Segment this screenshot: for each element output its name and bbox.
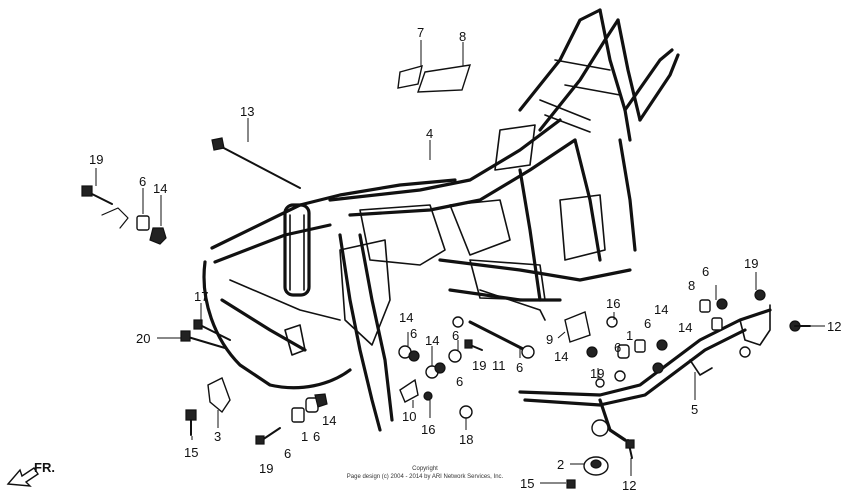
callout-6-b2: 6 bbox=[313, 429, 320, 444]
callout-4: 4 bbox=[426, 126, 433, 141]
part-19-bolt-top bbox=[81, 185, 129, 229]
callout-9: 9 bbox=[546, 332, 553, 347]
callout-6-c3: 6 bbox=[516, 360, 523, 375]
frame-body bbox=[202, 8, 680, 432]
callout-6-bottom: 6 bbox=[284, 446, 291, 461]
part-2-rubber bbox=[583, 456, 609, 476]
front-direction-arrow: FR. bbox=[6, 460, 55, 487]
callout-11: 11 bbox=[492, 358, 506, 373]
lower-subframe bbox=[518, 304, 772, 442]
part-14-nut-top bbox=[149, 227, 167, 245]
right-mount-parts bbox=[564, 289, 811, 388]
callout-16-c: 16 bbox=[421, 422, 435, 437]
callout-16-r: 16 bbox=[606, 296, 620, 311]
part-12-bolt-bottom bbox=[625, 439, 635, 459]
callout-20: 20 bbox=[136, 331, 150, 346]
part-20-bolt bbox=[180, 330, 226, 349]
callout-7: 7 bbox=[417, 25, 424, 40]
part-8-pad bbox=[416, 64, 472, 93]
callout-5: 5 bbox=[691, 402, 698, 417]
part-17-bolt bbox=[193, 319, 231, 341]
callout-14-c1: 14 bbox=[399, 310, 413, 325]
callout-14-c2: 14 bbox=[425, 333, 439, 348]
callout-1-bottom: 1 bbox=[301, 429, 308, 444]
callout-6-r1: 6 bbox=[644, 316, 651, 331]
direction-label: FR. bbox=[34, 460, 55, 475]
callout-15-left: 15 bbox=[184, 445, 198, 460]
callout-17: 17 bbox=[194, 289, 208, 304]
callout-19-bottom: 19 bbox=[259, 461, 273, 476]
callout-19-r2: 19 bbox=[590, 366, 604, 381]
callout-12-bottom: 12 bbox=[622, 478, 636, 493]
callout-14-r1: 14 bbox=[554, 349, 568, 364]
callout-19-top: 19 bbox=[89, 152, 103, 167]
part-14-nut-bottom bbox=[314, 393, 328, 408]
callout-8: 8 bbox=[459, 29, 466, 44]
callout-13: 13 bbox=[240, 104, 254, 119]
callout-19-r1: 19 bbox=[744, 256, 758, 271]
center-mount-parts bbox=[398, 316, 535, 419]
part-3-bracket bbox=[207, 377, 231, 414]
callout-14-b: 14 bbox=[322, 413, 336, 428]
callout-14-r2: 14 bbox=[654, 302, 668, 317]
callout-3: 3 bbox=[214, 429, 221, 444]
part-6-collar-top bbox=[136, 215, 150, 231]
callout-18: 18 bbox=[459, 432, 473, 447]
copyright-line-2: Page design (c) 2004 - 2014 by ARI Netwo… bbox=[347, 474, 504, 480]
callout-19-c: 19 bbox=[472, 358, 486, 373]
callout-6-r2: 6 bbox=[702, 264, 709, 279]
copyright-notice: Copyright Page design (c) 2004 - 2014 by… bbox=[347, 466, 504, 480]
callout-6-c2: 6 bbox=[452, 328, 459, 343]
callout-15-bottom: 15 bbox=[520, 476, 534, 491]
callout-6-c1: 6 bbox=[410, 326, 417, 341]
callout-8-r: 8 bbox=[688, 278, 695, 293]
callout-2: 2 bbox=[557, 457, 564, 472]
callout-10: 10 bbox=[402, 409, 416, 424]
part-13-bolt bbox=[211, 137, 301, 189]
callout-12-r: 12 bbox=[827, 319, 841, 334]
callout-6-top: 6 bbox=[139, 174, 146, 189]
copyright-line-1: Copyright bbox=[412, 466, 438, 472]
part-19-bolt-bottom bbox=[255, 427, 281, 445]
callout-labels: 19 6 14 13 7 8 4 17 20 15 3 19 6 1 6 14 … bbox=[89, 25, 841, 493]
callout-14-top: 14 bbox=[153, 181, 167, 196]
callout-1-r: 1 bbox=[626, 328, 633, 343]
part-7-pad bbox=[397, 65, 423, 89]
part-15-bolt-left bbox=[185, 409, 197, 436]
part-15-bolt-bottom bbox=[566, 479, 576, 489]
part-6-collar-bottom bbox=[291, 407, 305, 423]
leader-lines bbox=[95, 40, 825, 484]
callout-6-r3: 6 bbox=[614, 340, 621, 355]
callout-14-r3: 14 bbox=[678, 320, 692, 335]
callout-6-c4: 6 bbox=[456, 374, 463, 389]
